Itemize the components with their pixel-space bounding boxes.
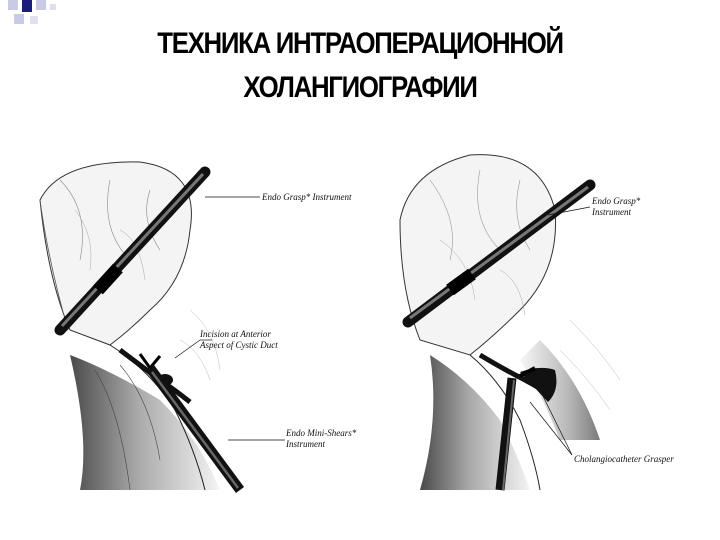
right-label-catheter: Cholangiocatheter Grasper (574, 454, 674, 464)
corner-decoration (8, 0, 56, 24)
slide-title: ТЕХНИКА ИНТРАОПЕРАЦИОННОЙ ХОЛАНГИОГРАФИИ (102, 22, 618, 110)
left-label-incision-1: Incision at Anterior (199, 329, 271, 339)
left-label-incision-2: Aspect of Cystic Duct (199, 340, 278, 350)
cholangiography-illustrations: Endo Grasp* Instrument Incision at Anter… (39, 154, 674, 493)
left-label-grasp: Endo Grasp* Instrument (261, 192, 352, 202)
left-label-shears-1: Endo Mini-Shears* (285, 428, 357, 438)
title-line-2: ХОЛАНГИОГРАФИИ (243, 71, 477, 104)
right-label-grasp-1: Endo Grasp* (591, 196, 641, 206)
right-label-grasp-2: Instrument (591, 207, 631, 217)
right-surgical-drawing (399, 154, 621, 491)
title-line-1: ТЕХНИКА ИНТРАОПЕРАЦИОННОЙ (157, 27, 564, 60)
left-label-shears-2: Instrument (285, 439, 325, 449)
left-surgical-drawing (39, 161, 285, 493)
